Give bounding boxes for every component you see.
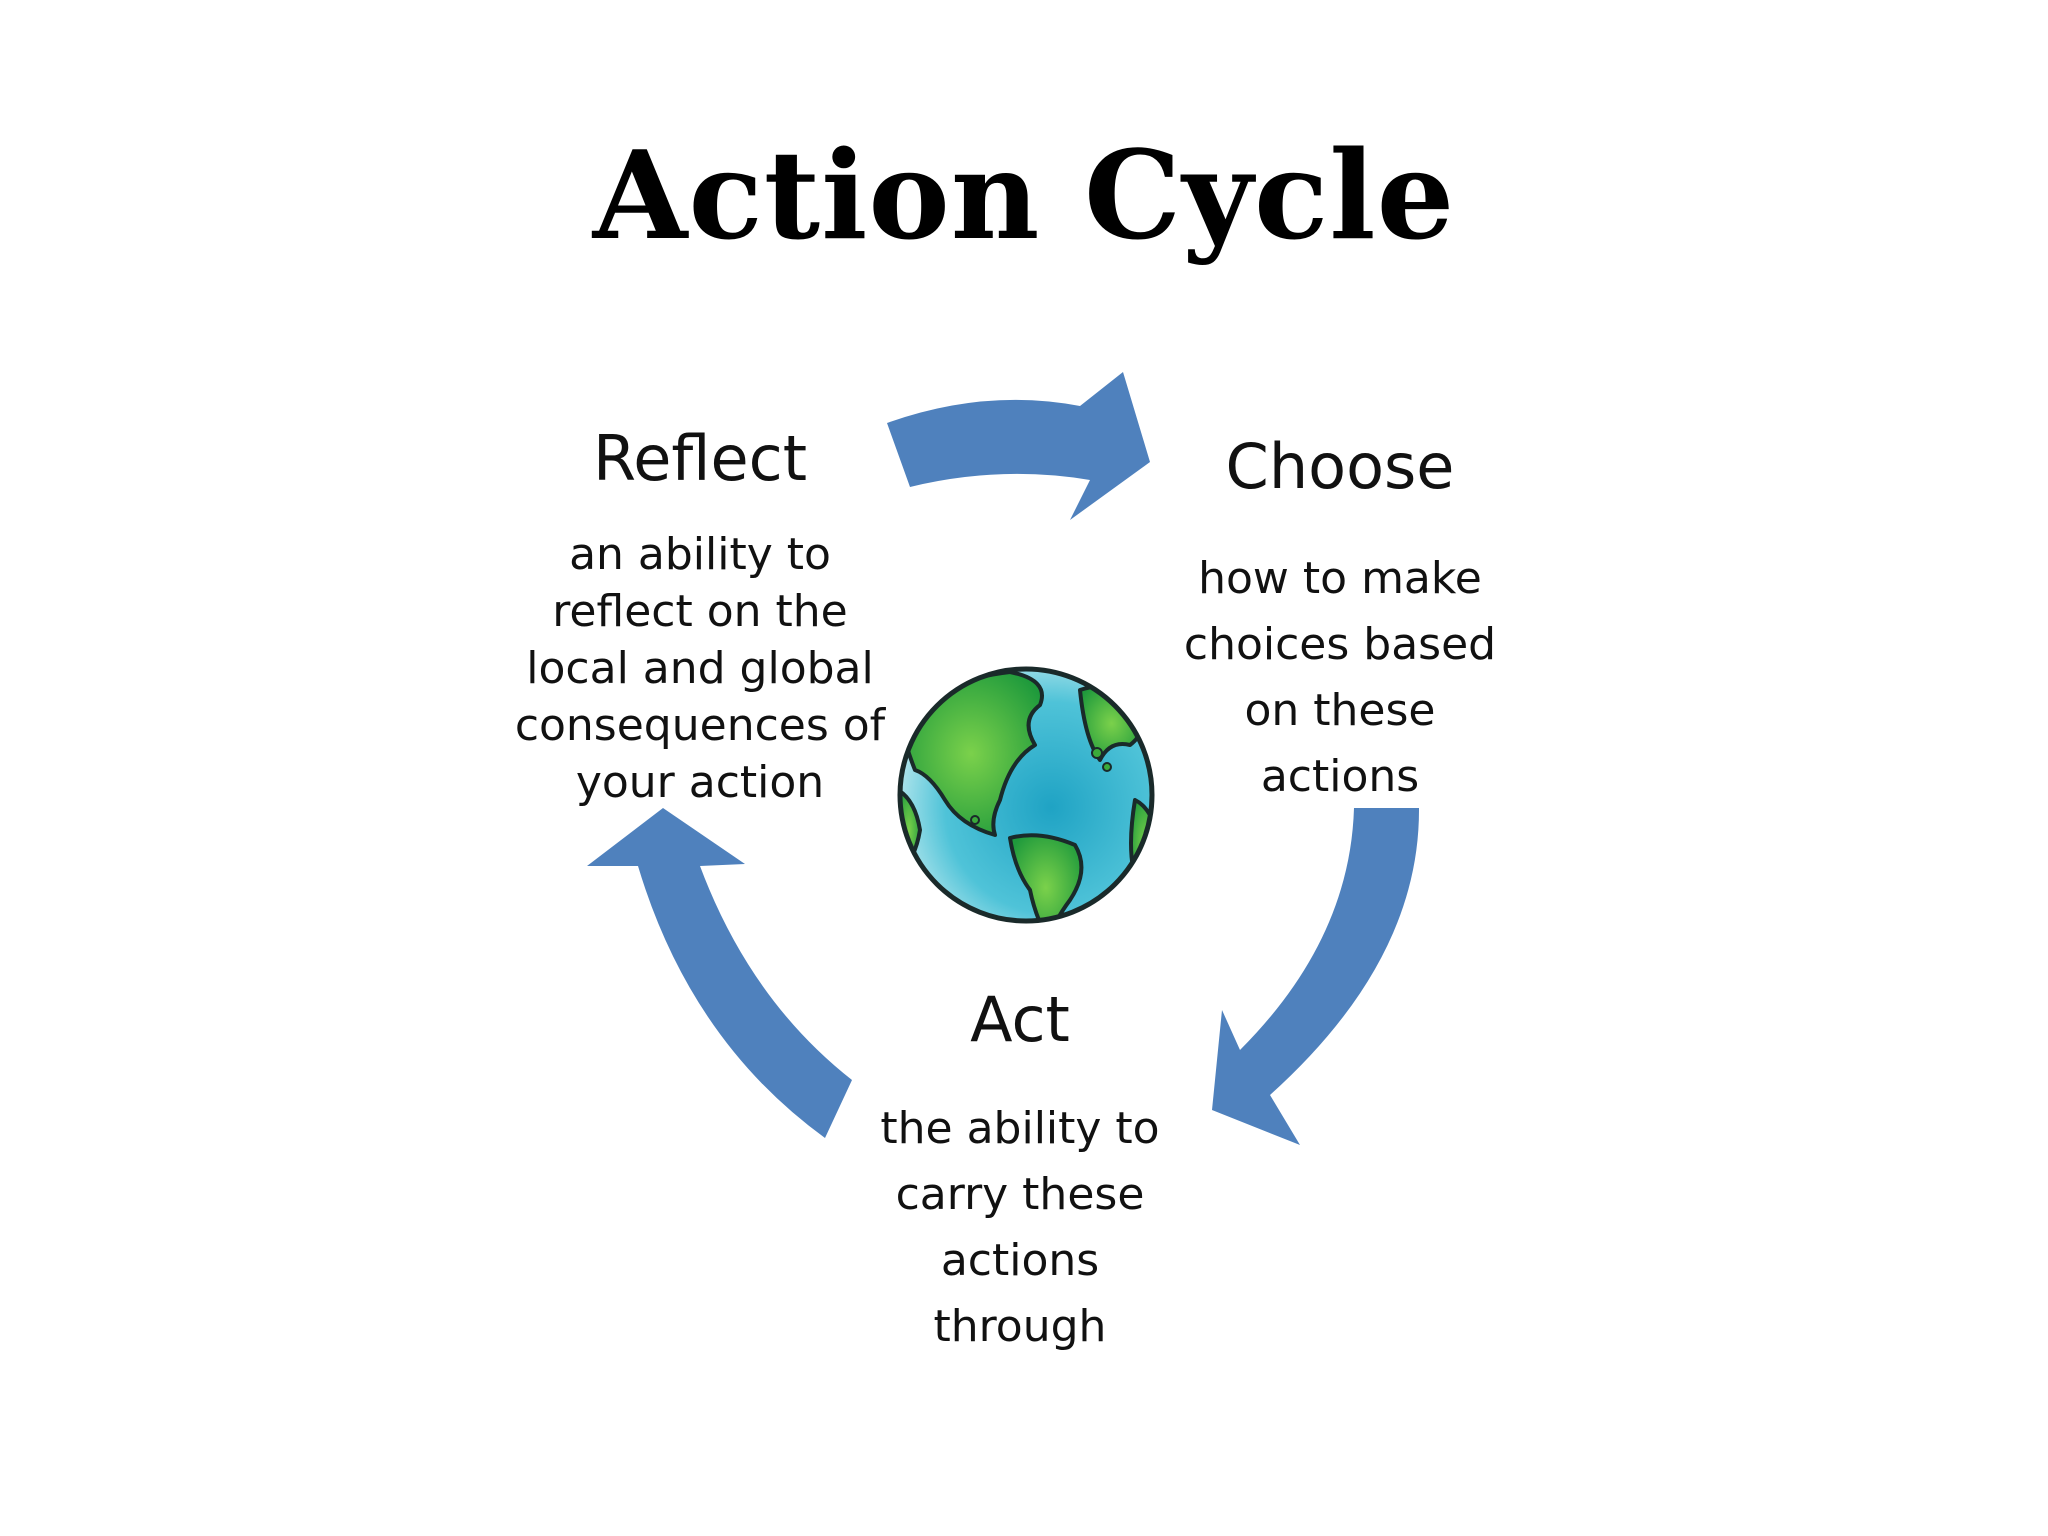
act-heading: Act [870, 985, 1170, 1055]
choose-line: how to make [1150, 546, 1530, 612]
choose-line: on these [1150, 678, 1530, 744]
choose-description: how to make choices based on these actio… [1150, 546, 1530, 810]
arrow-choose-to-act [1212, 808, 1419, 1145]
reflect-heading: Reflect [530, 424, 870, 494]
globe-icon [898, 669, 1160, 940]
arrow-act-to-reflect [587, 808, 852, 1138]
reflect-description: an ability to reflect on the local and g… [490, 526, 910, 811]
act-line: actions [830, 1228, 1210, 1294]
act-line: through [830, 1294, 1210, 1360]
act-description: the ability to carry these actions throu… [830, 1096, 1210, 1360]
reflect-line: an ability to [490, 526, 910, 583]
choose-line: actions [1150, 744, 1530, 810]
reflect-line: consequences of [490, 697, 910, 754]
act-line: carry these [830, 1162, 1210, 1228]
reflect-line: local and global [490, 640, 910, 697]
reflect-line: your action [490, 754, 910, 811]
reflect-line: reflect on the [490, 583, 910, 640]
act-line: the ability to [830, 1096, 1210, 1162]
choose-heading: Choose [1170, 432, 1510, 502]
choose-line: choices based [1150, 612, 1530, 678]
arrow-reflect-to-choose [887, 372, 1150, 520]
